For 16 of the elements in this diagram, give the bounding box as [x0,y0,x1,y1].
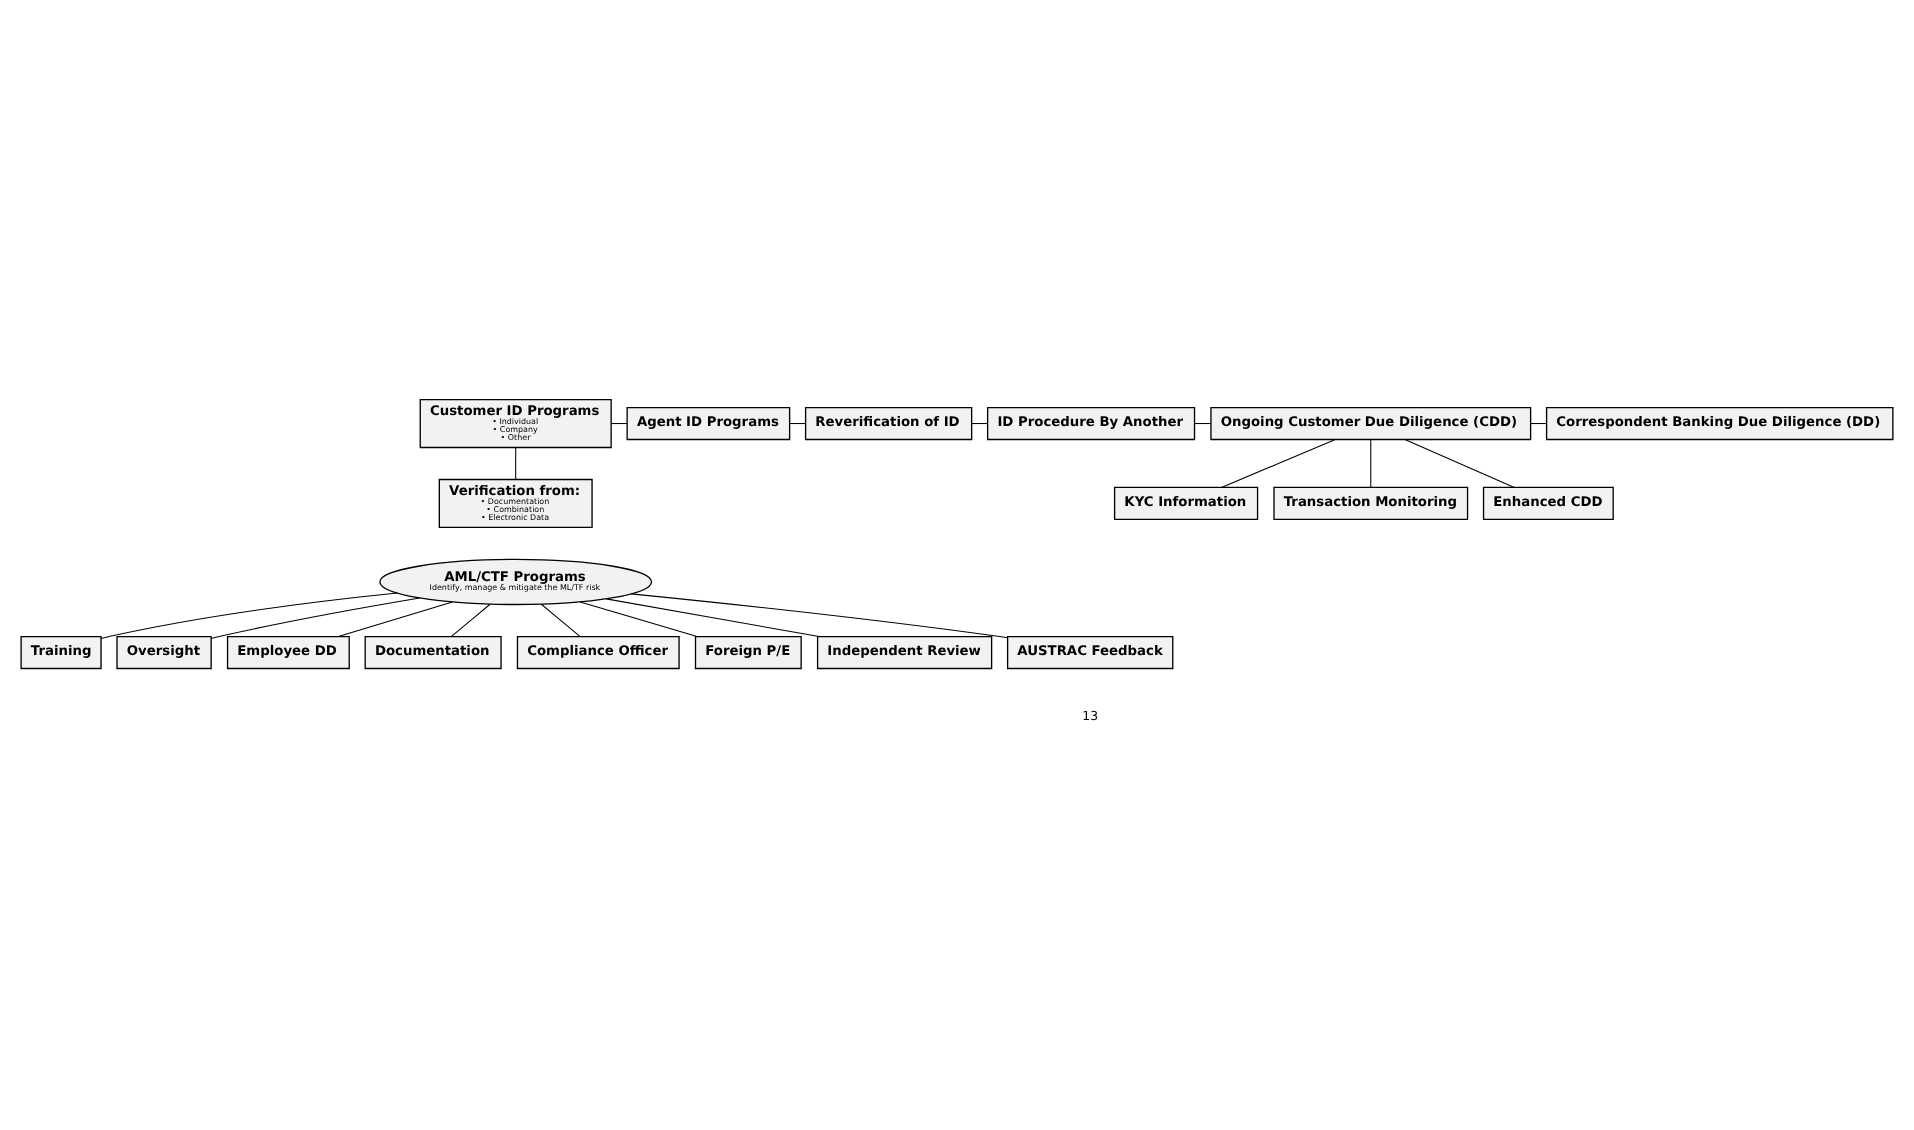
connector [789,422,807,424]
connector [579,600,698,636]
connector [1404,438,1515,487]
connector [605,597,820,637]
connector [610,422,628,424]
connector [630,592,1009,638]
connector [210,596,421,638]
connector [971,422,989,424]
connector [515,446,517,479]
connector [1221,438,1336,487]
connector [337,600,453,637]
connector [1370,438,1372,487]
connector [540,602,581,636]
connector [1194,422,1212,424]
connector [100,591,398,638]
connector [450,602,491,636]
